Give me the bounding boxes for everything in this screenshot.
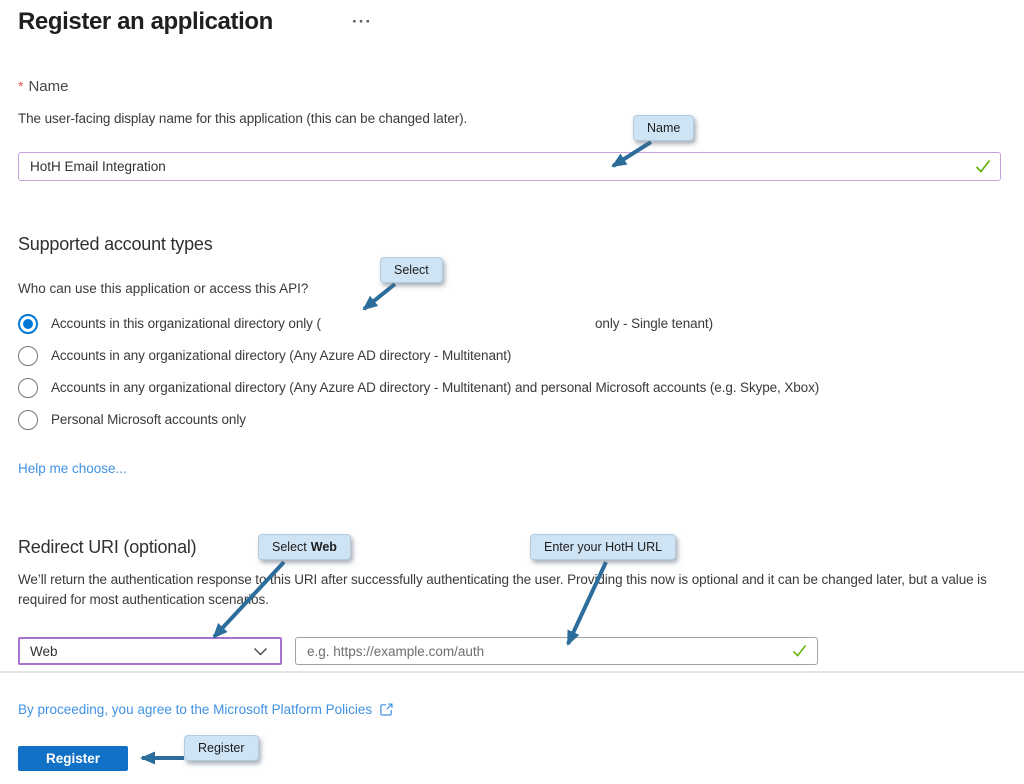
radio-option-label: Personal Microsoft accounts only (51, 412, 246, 427)
platform-select-value: Web (30, 643, 58, 659)
radio-unselected-icon[interactable] (18, 409, 38, 430)
radio-option-label: Accounts in any organizational directory… (51, 348, 512, 363)
redirect-uri-description: We’ll return the authentication response… (18, 572, 987, 607)
enter-url-annotation-callout: Enter your HotH URL (530, 534, 677, 560)
help-me-choose-link[interactable]: Help me choose... (18, 461, 127, 476)
radio-option-multitenant-personal[interactable]: Accounts in any organizational directory… (18, 377, 819, 398)
callout-text: Enter your HotH URL (544, 540, 663, 554)
radio-unselected-icon[interactable] (18, 345, 38, 366)
radio-unselected-icon[interactable] (18, 377, 38, 398)
more-options-icon[interactable]: ··· (352, 12, 372, 31)
name-field-label: *Name (18, 78, 68, 95)
name-label-text: Name (28, 78, 69, 95)
register-annotation-callout: Register (184, 735, 259, 761)
option1-suffix: only - Single tenant) (595, 316, 713, 331)
radio-option-label: Accounts in any organizational directory… (51, 380, 820, 395)
callout-text: Name (647, 121, 681, 135)
register-button[interactable]: Register (18, 746, 128, 771)
redirect-uri-heading: Redirect URI (optional) (18, 537, 197, 557)
required-asterisk: * (18, 78, 24, 94)
platform-policies-link[interactable]: By proceeding, you agree to the Microsof… (18, 702, 394, 717)
name-field-description: The user-facing display name for this ap… (18, 111, 468, 126)
name-annotation-callout: Name (633, 115, 695, 141)
callout-text: Select (394, 263, 429, 277)
callout-text: Select (272, 540, 307, 554)
account-types-question: Who can use this application or access t… (18, 281, 309, 296)
radio-option-personal-only[interactable]: Personal Microsoft accounts only (18, 409, 246, 430)
app-name-input[interactable] (18, 152, 1001, 181)
select-annotation-callout: Select (380, 257, 443, 283)
external-link-icon (380, 703, 393, 716)
chevron-down-icon (254, 647, 267, 655)
redirect-uri-input[interactable] (295, 637, 818, 665)
section-divider (0, 671, 1024, 673)
callout-text-bold: Web (310, 540, 337, 554)
radio-option-label: Accounts in this organizational director… (51, 316, 713, 331)
option1-prefix: Accounts in this organizational director… (51, 316, 321, 331)
radio-option-multitenant[interactable]: Accounts in any organizational directory… (18, 345, 511, 366)
supported-account-types-heading: Supported account types (18, 234, 213, 254)
radio-option-single-tenant[interactable]: Accounts in this organizational director… (18, 313, 713, 334)
radio-selected-icon[interactable] (18, 313, 38, 334)
page-title: Register an application (18, 8, 273, 35)
platform-policies-link-text: By proceeding, you agree to the Microsof… (18, 702, 373, 717)
arrow-to-single-tenant-radio (362, 282, 397, 311)
platform-select-dropdown[interactable]: Web (18, 637, 282, 665)
callout-text: Register (198, 741, 245, 755)
